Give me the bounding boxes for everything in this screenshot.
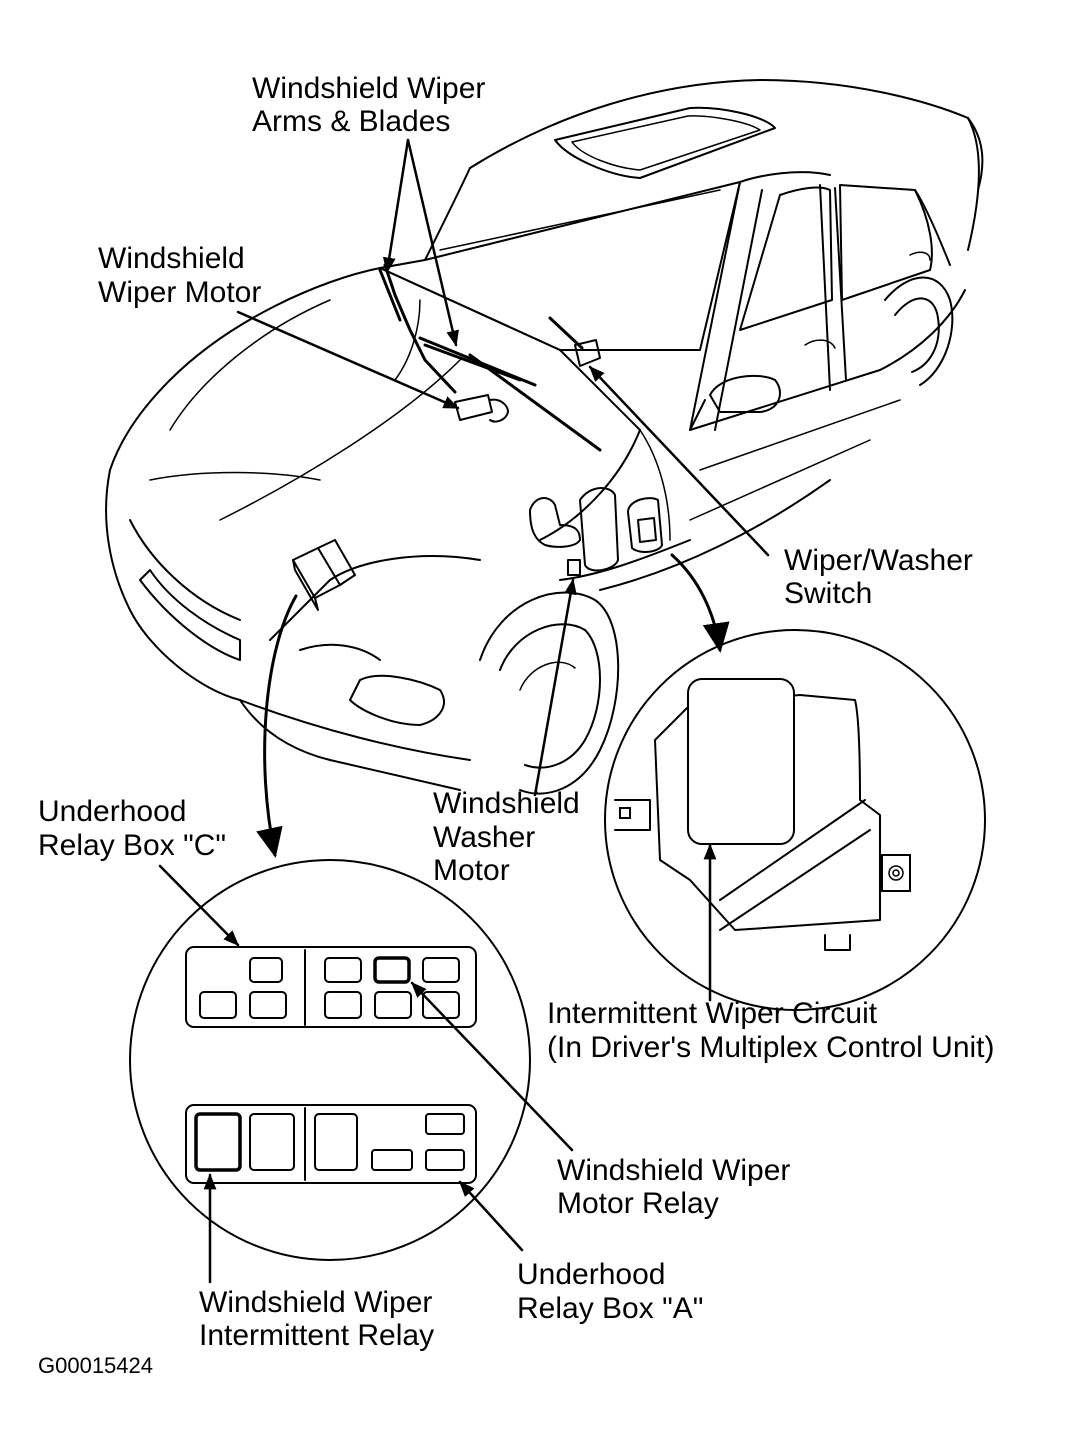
- relay-box-detail: [129, 859, 531, 1261]
- label-wiper-motor-2: Wiper Motor: [98, 276, 261, 309]
- label-intermittent-circuit-2: (In Driver's Multiplex Control Unit): [547, 1031, 995, 1064]
- label-motor-relay-1: Windshield Wiper: [557, 1154, 790, 1187]
- label-motor-relay-2: Motor Relay: [557, 1187, 719, 1220]
- label-washer-motor-3: Motor: [433, 854, 510, 887]
- label-intermittent-circuit-1: Intermittent Wiper Circuit: [547, 997, 878, 1030]
- label-intermittent-relay-1: Windshield Wiper: [199, 1286, 432, 1319]
- label-intermittent-relay-2: Intermittent Relay: [199, 1319, 434, 1352]
- label-relay-box-c-2: Relay Box "C": [38, 829, 226, 862]
- car-illustration: [105, 79, 984, 795]
- label-switch-1: Wiper/Washer: [784, 544, 973, 577]
- label-arms-blades-1: Windshield Wiper: [252, 72, 485, 105]
- label-washer-motor-2: Washer: [433, 821, 535, 854]
- label-wiper-motor-1: Windshield: [98, 242, 245, 275]
- multiplex-unit-detail: [604, 629, 986, 1011]
- label-washer-motor-1: Windshield: [433, 787, 580, 820]
- label-relay-box-a-2: Relay Box "A": [517, 1292, 703, 1325]
- figure-code: G00015424: [38, 1353, 153, 1378]
- label-switch-2: Switch: [784, 577, 872, 610]
- callout-arrows: [158, 138, 770, 1284]
- label-relay-box-c-1: Underhood: [38, 795, 186, 828]
- label-relay-box-a-1: Underhood: [517, 1258, 665, 1291]
- label-arms-blades-2: Arms & Blades: [252, 105, 450, 138]
